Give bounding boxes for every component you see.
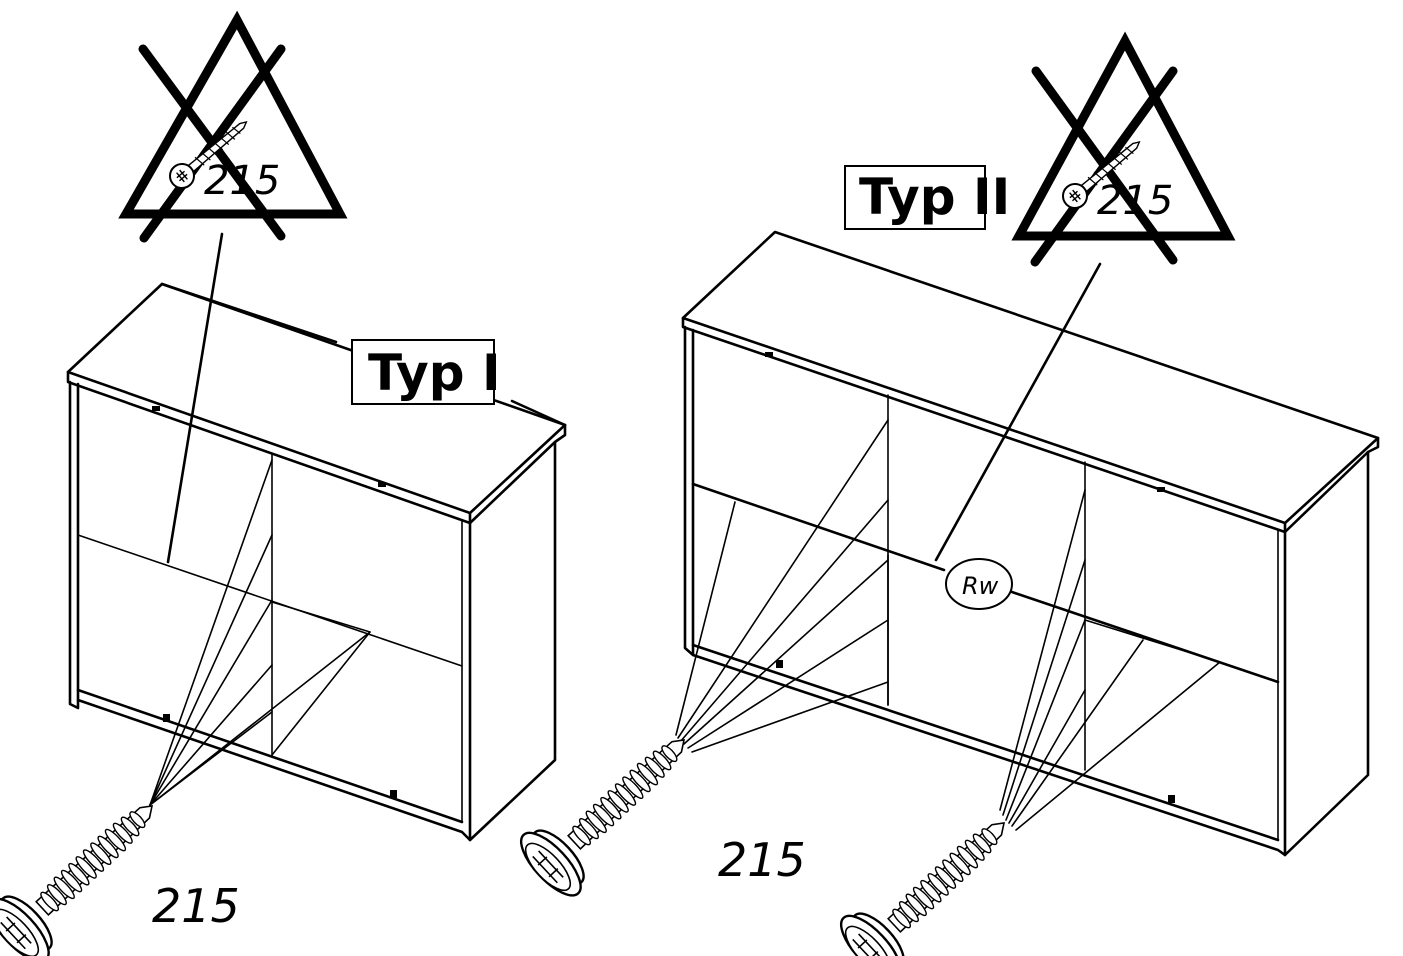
- screw-icon: [830, 792, 1033, 956]
- cabinet-type-1: [66, 282, 567, 842]
- prohibited-screw-warning-icon: 215: [118, 10, 348, 243]
- warn-code-2: 215: [1097, 178, 1173, 224]
- screw-code-2: 215: [718, 833, 806, 887]
- screw-code-1: 215: [152, 879, 240, 933]
- screw-fan-3: [999, 489, 1221, 831]
- cabinet-type-2: [681, 230, 1380, 857]
- type-1-text: Typ I: [368, 344, 501, 402]
- screw-fan-1: [149, 459, 371, 806]
- prohibited-screw-warning-icon: 215: [1011, 31, 1236, 267]
- warn-code-1: 215: [204, 158, 280, 204]
- screw-icon: [510, 709, 713, 906]
- screw-fan-2: [675, 419, 889, 753]
- type-2-text: Typ II: [859, 168, 1010, 226]
- type-2-label: Typ II: [844, 165, 1010, 230]
- rw-label: Rw: [945, 558, 1013, 610]
- rw-text: Rw: [962, 572, 999, 600]
- type-1-label: Typ I: [351, 339, 501, 405]
- warning-leader-2: [934, 262, 1102, 562]
- warning-leader-1: [166, 232, 224, 564]
